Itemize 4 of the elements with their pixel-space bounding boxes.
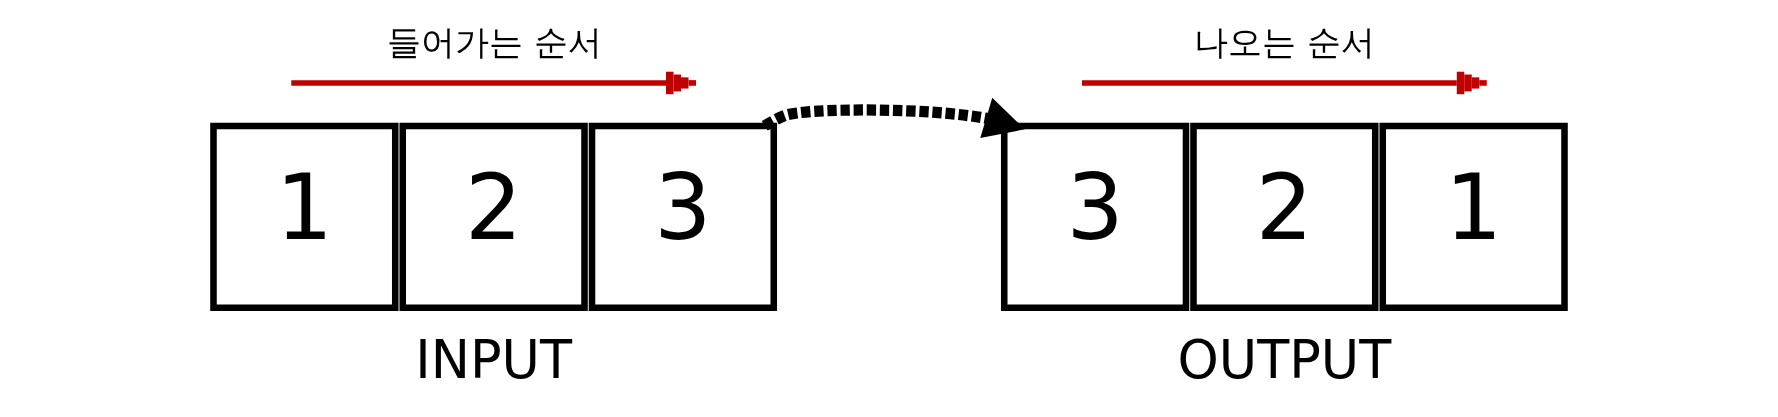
label: OUTPUT xyxy=(1177,328,1392,390)
label: 들어가는 순서 xyxy=(386,22,602,62)
label: 나오는 순서 xyxy=(1194,22,1376,62)
label: INPUT xyxy=(415,328,573,390)
